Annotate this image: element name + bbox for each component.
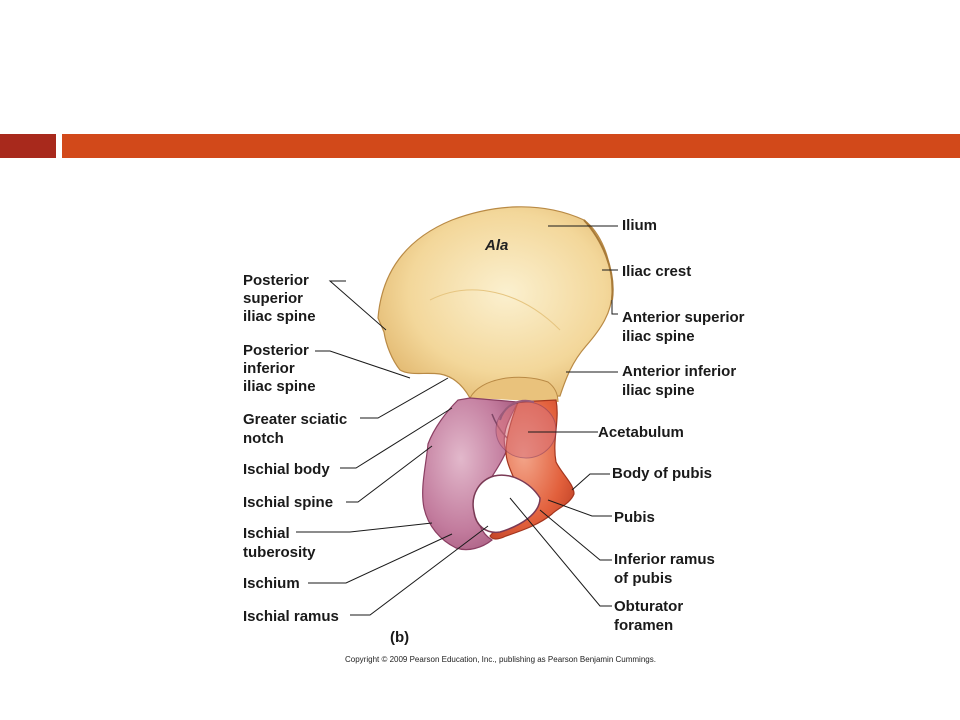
aiis-label-line1: Anterior inferior (622, 363, 736, 380)
ischial-tuberosity-label-line1: Ischial (243, 525, 290, 542)
leader-lines (296, 225, 618, 616)
psis-label-line2: superior (243, 290, 303, 307)
acetabulum-socket (495, 399, 557, 459)
aiis-label-line2: iliac spine (622, 382, 695, 399)
ilium-bone (377, 206, 614, 403)
copyright-notice: Copyright © 2009 Pearson Education, Inc.… (345, 655, 656, 664)
piis-label-line1: Posterior (243, 342, 309, 359)
greater-sciatic-notch-label-line2: notch (243, 430, 284, 447)
ala-label: Ala (484, 237, 508, 254)
panel-label: (b) (390, 629, 409, 646)
body-of-pubis-label: Body of pubis (612, 465, 712, 482)
title-bar-accent-right (62, 134, 960, 158)
inferior-ramus-label-line1: Inferior ramus (614, 551, 715, 568)
ischium-label: Ischium (243, 575, 300, 592)
asis-label-line1: Anterior superior (622, 309, 745, 326)
psis-label-line3: iliac spine (243, 308, 316, 325)
obturator-label-line1: Obturator (614, 598, 683, 615)
piis-label-line2: inferior (243, 360, 295, 377)
ischial-ramus-label: Ischial ramus (243, 608, 339, 625)
asis-label-line2: iliac spine (622, 328, 695, 345)
greater-sciatic-notch-label-line1: Greater sciatic (243, 411, 347, 428)
ischial-body-label: Ischial body (243, 461, 330, 478)
inferior-ramus-label-line2: of pubis (614, 570, 672, 587)
psis-label-line1: Posterior (243, 272, 309, 289)
ilium-label: Ilium (622, 217, 657, 234)
pubis-label: Pubis (614, 509, 655, 526)
title-bar-accent-left (0, 134, 56, 158)
iliac-crest-label: Iliac crest (622, 263, 691, 280)
obturator-foramen-hole (472, 474, 541, 534)
ischial-tuberosity-label-line2: tuberosity (243, 544, 316, 561)
acetabulum-label: Acetabulum (598, 424, 684, 441)
piis-label-line3: iliac spine (243, 378, 316, 395)
obturator-label-line2: foramen (614, 617, 673, 634)
ischial-spine-label: Ischial spine (243, 494, 333, 511)
